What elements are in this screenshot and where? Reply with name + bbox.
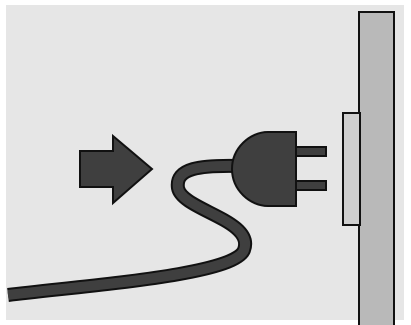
- power-plug-icon: [230, 131, 327, 207]
- plug-prong-top: [295, 146, 327, 157]
- wall-socket-icon: [342, 112, 361, 226]
- wall: [358, 11, 395, 325]
- right-arrow-icon: [79, 133, 154, 206]
- power-cord: [7, 160, 251, 300]
- plug-body: [230, 131, 297, 207]
- plug-prong-bottom: [295, 180, 327, 191]
